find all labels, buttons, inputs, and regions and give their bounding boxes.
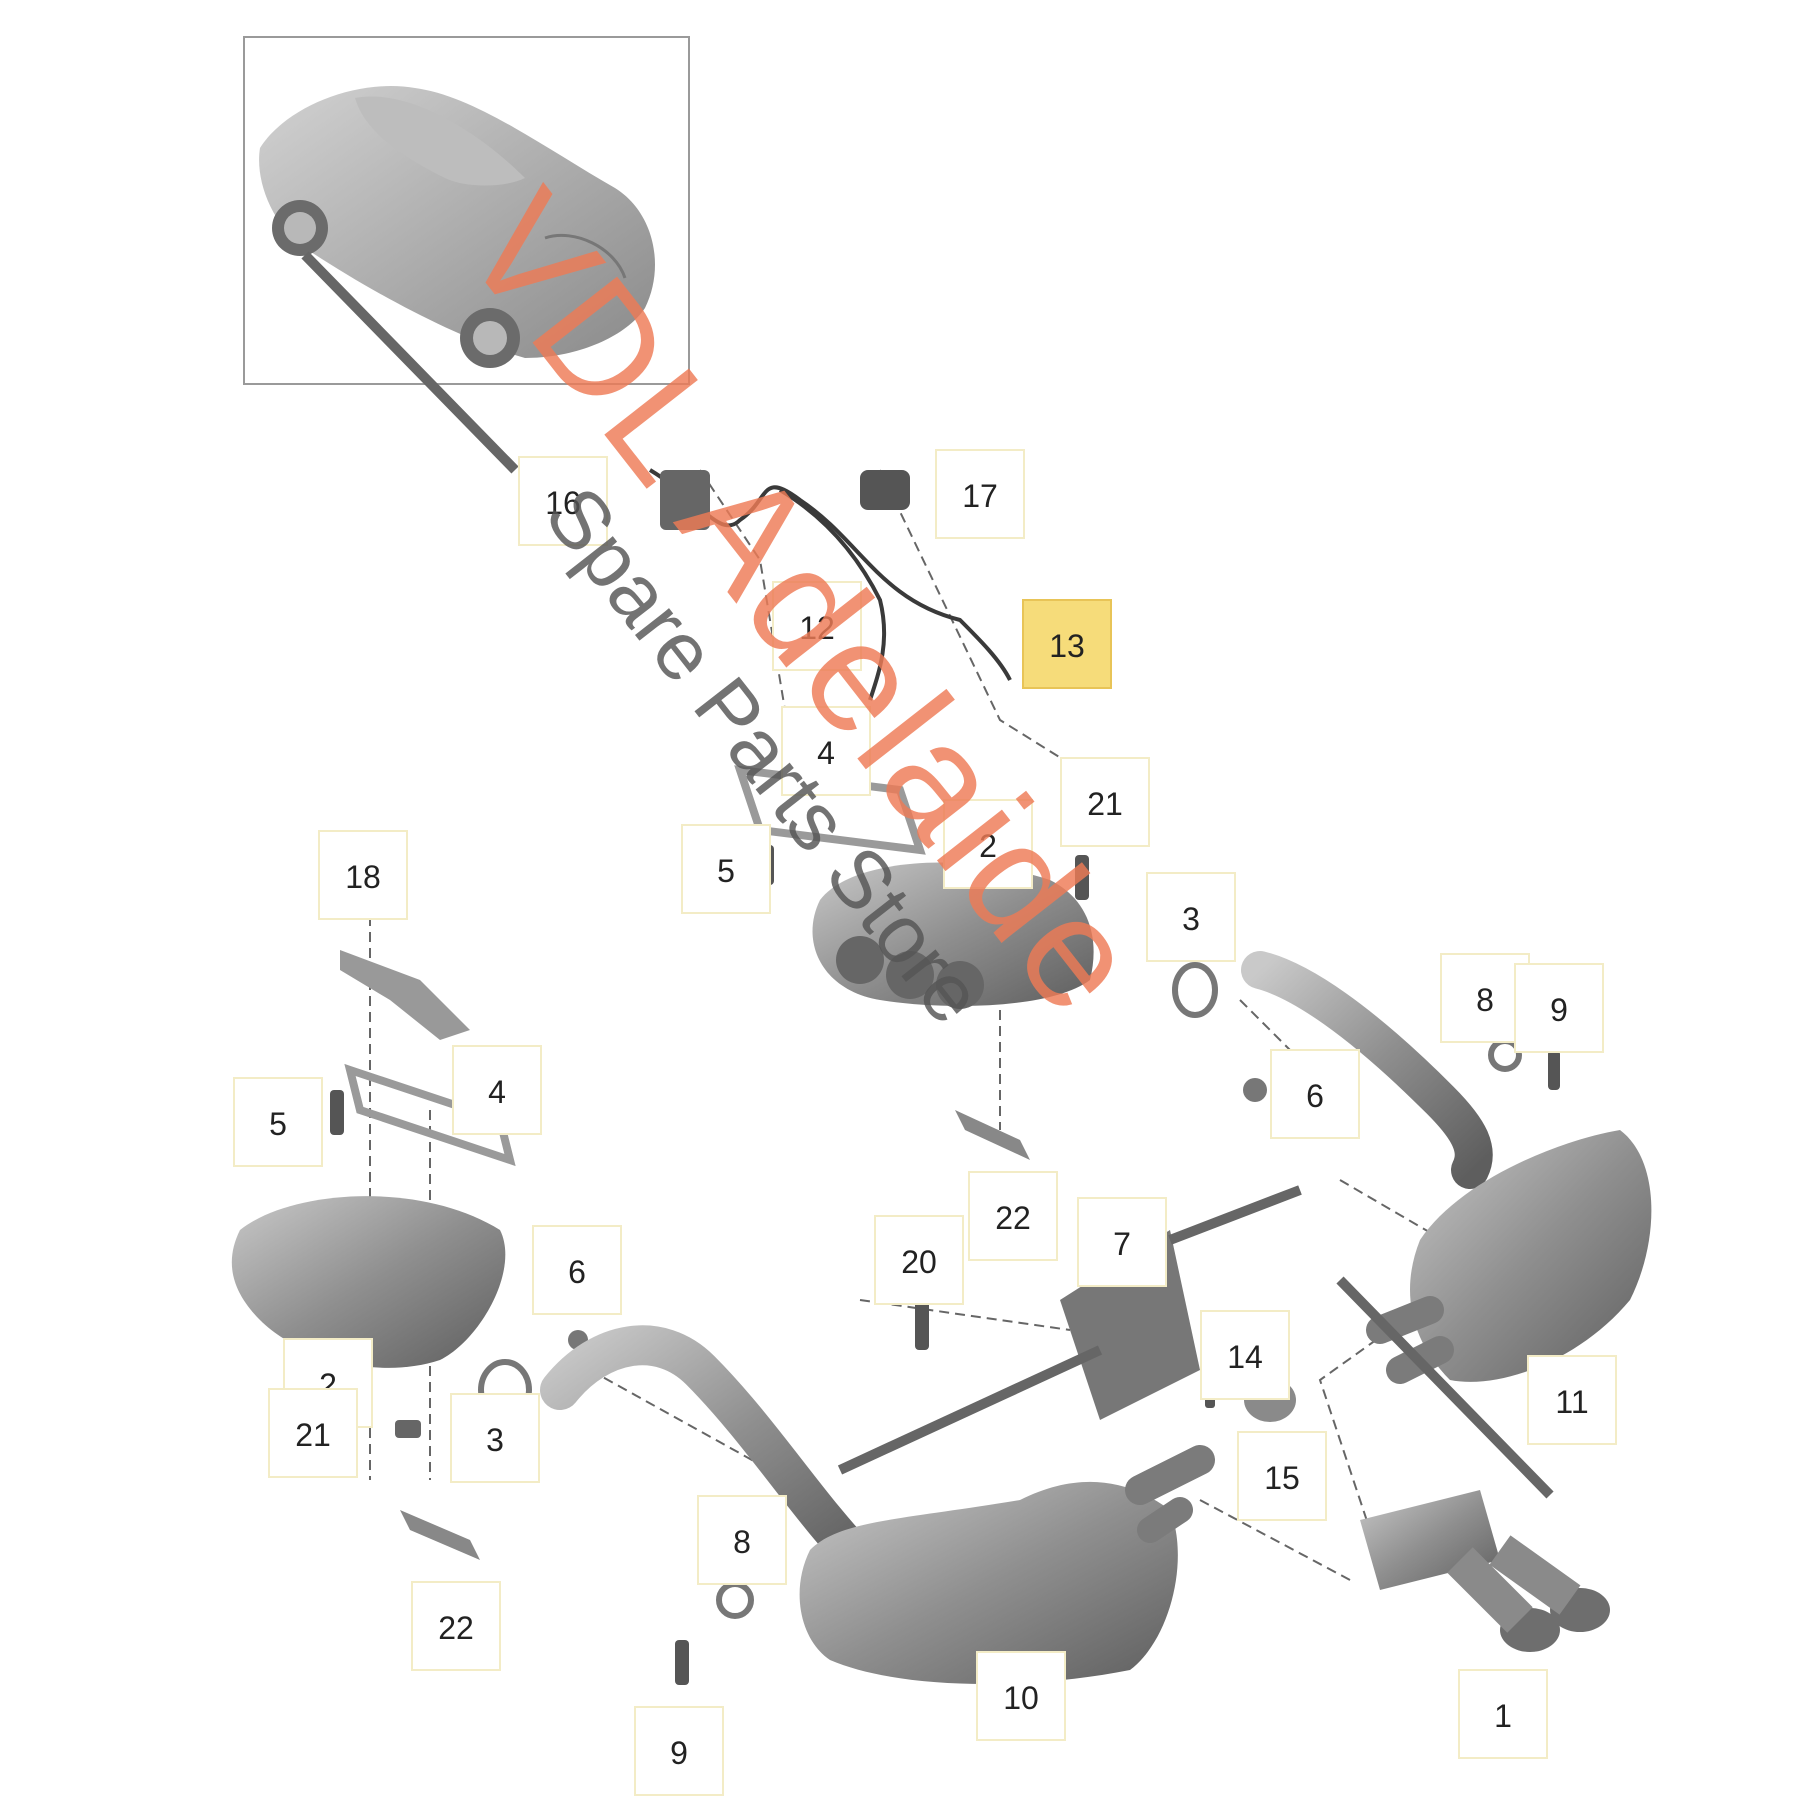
callout-15[interactable]: 15 xyxy=(1237,1431,1327,1521)
callout-16[interactable]: 16 xyxy=(518,456,608,546)
callout-6[interactable]: 6 xyxy=(532,1225,622,1315)
callout-7[interactable]: 7 xyxy=(1077,1197,1167,1287)
callout-3[interactable]: 3 xyxy=(1146,872,1236,962)
bolt-20 xyxy=(915,1300,929,1350)
callout-5[interactable]: 5 xyxy=(681,824,771,914)
exhaust-manifold-lower xyxy=(231,1196,506,1368)
nut-6-upper xyxy=(1243,1078,1267,1102)
frame-stroke-top xyxy=(301,251,519,474)
bracket-18 xyxy=(340,950,470,1040)
callout-9[interactable]: 9 xyxy=(1514,963,1604,1053)
callout-13[interactable]: 13 xyxy=(1022,599,1112,689)
clamp-8-lower xyxy=(716,1581,754,1619)
muffler-10 xyxy=(799,1481,1178,1684)
callout-1[interactable]: 1 xyxy=(1458,1669,1548,1759)
callout-4[interactable]: 4 xyxy=(452,1045,542,1135)
callout-10[interactable]: 10 xyxy=(976,1651,1066,1741)
stud-5-lower xyxy=(330,1090,344,1135)
callout-22[interactable]: 22 xyxy=(411,1581,501,1671)
frame-stroke-bottom xyxy=(1336,1276,1554,1499)
callout-3[interactable]: 3 xyxy=(450,1393,540,1483)
pipe-upper xyxy=(1241,951,1493,1189)
gasket-3-upper xyxy=(1172,962,1218,1018)
oxygen-sensor-wiring xyxy=(648,468,1012,701)
callout-20[interactable]: 20 xyxy=(874,1215,964,1305)
callout-22[interactable]: 22 xyxy=(968,1171,1058,1261)
bolt-9-upper xyxy=(1548,1050,1560,1090)
car-illustration xyxy=(259,86,655,368)
bolt-21-upper xyxy=(1075,855,1089,900)
support-rod xyxy=(837,1345,1103,1475)
muffler-11 xyxy=(1410,1130,1652,1382)
callout-12[interactable]: 12 xyxy=(772,581,862,671)
bracket-22-upper xyxy=(955,1110,1030,1160)
callout-9[interactable]: 9 xyxy=(634,1706,724,1796)
callout-18[interactable]: 18 xyxy=(318,830,408,920)
callout-5[interactable]: 5 xyxy=(233,1077,323,1167)
vehicle-thumbnail xyxy=(243,36,690,385)
bolt-9-lower xyxy=(675,1640,689,1685)
sensor-21-lower xyxy=(395,1420,421,1438)
hanger-arm xyxy=(1168,1185,1302,1245)
connector-17 xyxy=(860,470,910,510)
exhaust-manifold-upper xyxy=(812,862,1094,1006)
callout-17[interactable]: 17 xyxy=(935,449,1025,539)
bracket-22-lower xyxy=(400,1510,480,1560)
callout-14[interactable]: 14 xyxy=(1200,1310,1290,1400)
callout-4[interactable]: 4 xyxy=(781,706,871,796)
callout-6[interactable]: 6 xyxy=(1270,1049,1360,1139)
callout-8[interactable]: 8 xyxy=(697,1495,787,1585)
callout-11[interactable]: 11 xyxy=(1527,1355,1617,1445)
gasket-lower xyxy=(344,1063,516,1167)
callout-2[interactable]: 2 xyxy=(943,799,1033,889)
callout-21[interactable]: 21 xyxy=(1060,757,1150,847)
callout-21[interactable]: 21 xyxy=(268,1388,358,1478)
pipe-lower xyxy=(540,1325,880,1580)
bracket-16 xyxy=(660,470,710,530)
